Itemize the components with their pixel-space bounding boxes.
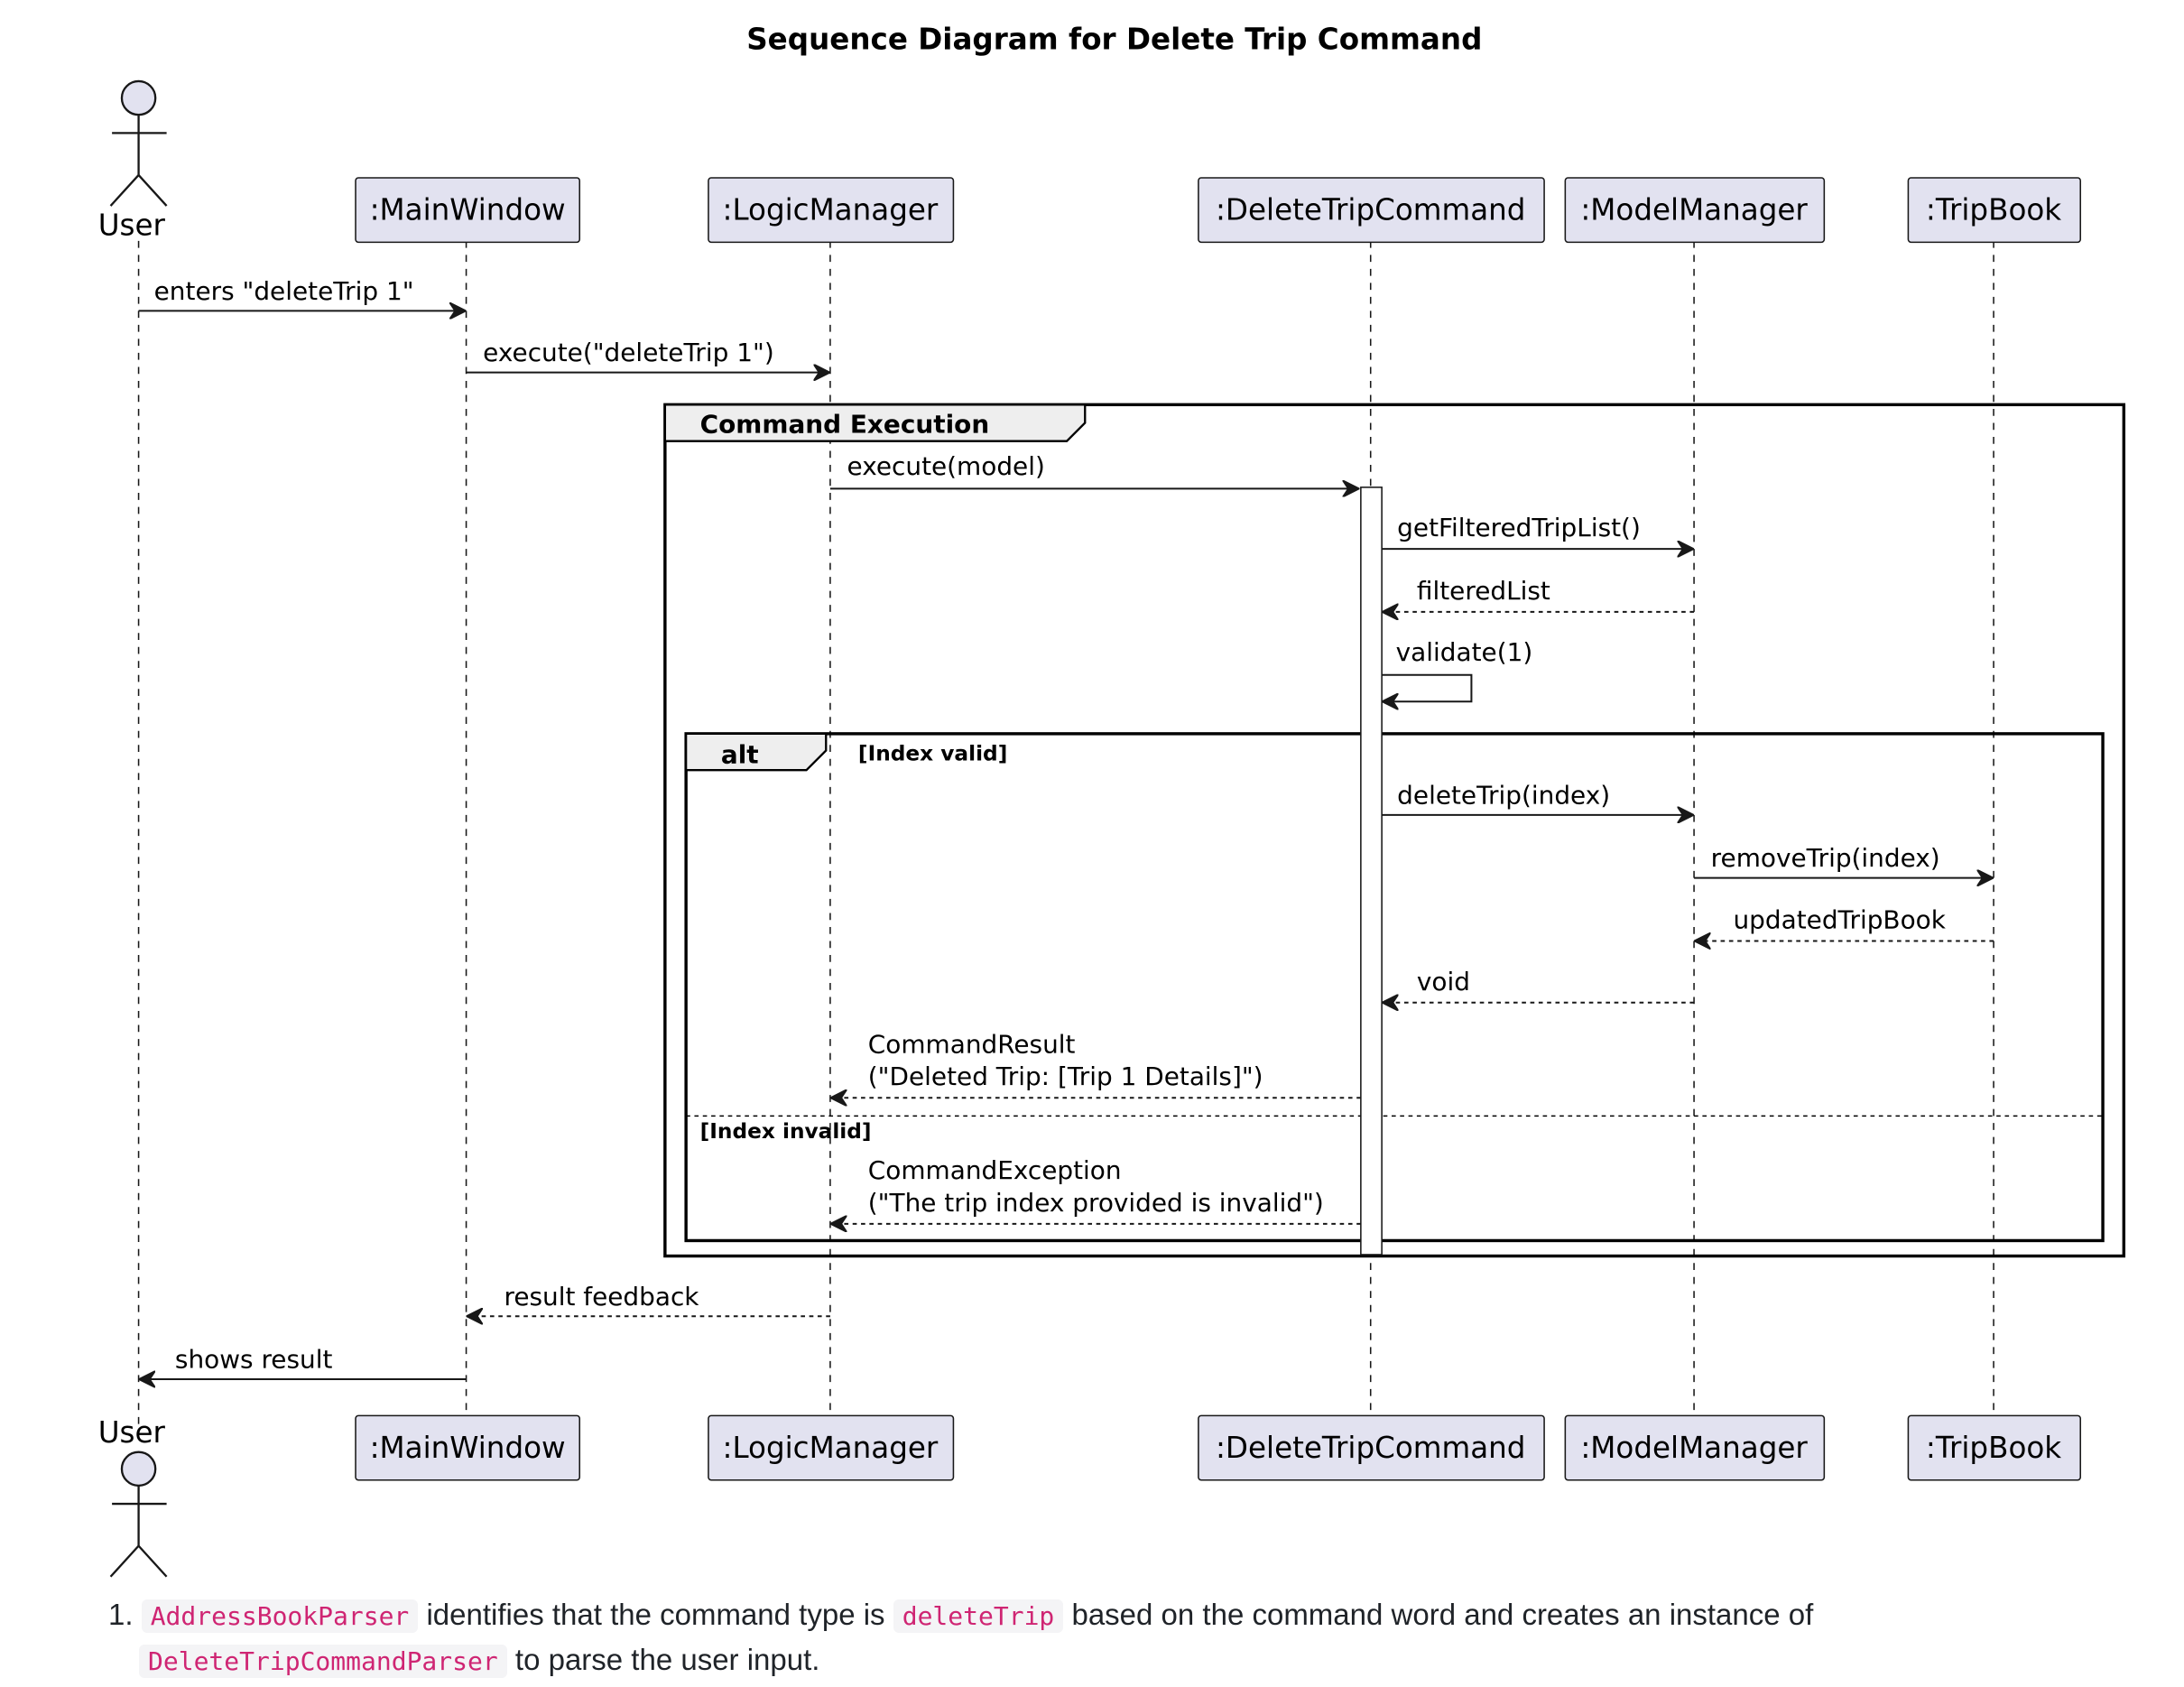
self-message-arrow — [1382, 673, 1473, 701]
participant-label: :MainWindow — [370, 1431, 566, 1465]
steps-list: 1. AddressBookParser identifies that the… — [108, 1593, 2130, 1683]
participant-label: :DeleteTripCommand — [1216, 1431, 1526, 1465]
user-icon — [120, 79, 157, 116]
inline-code: AddressBookParser — [141, 1599, 419, 1633]
participant-main-window-top: :MainWindow — [355, 177, 581, 244]
guard-index-valid: [Index valid] — [858, 741, 1007, 765]
message-label: shows result — [175, 1345, 333, 1375]
participant-label: :LogicManager — [723, 1431, 939, 1465]
participant-model-manager-bottom: :ModelManager — [1564, 1414, 1826, 1481]
step-text: identifies that the command type is — [418, 1598, 893, 1631]
participant-label: :MainWindow — [370, 193, 566, 227]
list-number: 1. — [108, 1598, 134, 1631]
diagram-title: Sequence Diagram for Delete Trip Command — [746, 22, 1482, 56]
participant-main-window-bottom: :MainWindow — [355, 1414, 581, 1481]
command-execution-frame: Command Execution — [663, 403, 2126, 1258]
message-label: execute(model) — [847, 451, 1045, 481]
participant-label: :ModelManager — [1580, 193, 1808, 227]
message-label: ("The trip index provided is invalid") — [868, 1188, 1324, 1218]
message-label: updatedTripBook — [1734, 905, 1947, 935]
message-label: execute("deleteTrip 1") — [483, 338, 774, 367]
message-label: CommandException — [868, 1155, 1122, 1185]
actor-label: User — [98, 1415, 166, 1450]
step-text: based on the command word and creates an… — [1063, 1598, 1814, 1631]
alt-label: alt — [721, 739, 759, 769]
step-text: to parse the user input. — [506, 1643, 820, 1676]
participant-delete-trip-command-top: :DeleteTripCommand — [1198, 177, 1545, 244]
inline-code: DeleteTripCommandParser — [139, 1645, 507, 1678]
participant-label: :LogicManager — [723, 193, 939, 227]
message-label: void — [1417, 967, 1470, 996]
message-label: validate(1) — [1396, 637, 1533, 667]
message-label: getFilteredTripList() — [1397, 513, 1641, 542]
message-label: result feedback — [504, 1282, 699, 1312]
participant-label: :DeleteTripCommand — [1216, 193, 1526, 227]
message-label: enters "deleteTrip 1" — [154, 276, 414, 306]
participant-label: :ModelManager — [1580, 1431, 1808, 1465]
message-label: CommandResult — [868, 1030, 1076, 1060]
message-label: removeTrip(index) — [1711, 843, 1940, 873]
participant-model-manager-top: :ModelManager — [1564, 177, 1826, 244]
participant-delete-trip-command-bottom: :DeleteTripCommand — [1198, 1414, 1545, 1481]
command-execution-label: Command Execution — [700, 409, 990, 439]
user-icon — [120, 1451, 157, 1488]
participant-logic-manager-top: :LogicManager — [708, 177, 955, 244]
actor-user-top: User — [98, 79, 168, 243]
participant-label: :TripBook — [1926, 193, 2061, 227]
participant-trip-book-top: :TripBook — [1907, 177, 2082, 244]
list-item: 1. AddressBookParser identifies that the… — [108, 1593, 2130, 1683]
alt-frame: alt [Index valid] [Index invalid] — [684, 732, 2105, 1243]
message-label: ("Deleted Trip: [Trip 1 Details]") — [868, 1061, 1263, 1091]
actor-user-bottom: User — [98, 1415, 168, 1578]
message-label: filteredList — [1417, 576, 1550, 606]
participant-label: :TripBook — [1926, 1431, 2061, 1465]
activation-bar — [1360, 487, 1383, 1256]
message-label: deleteTrip(index) — [1397, 780, 1610, 810]
participant-logic-manager-bottom: :LogicManager — [708, 1414, 955, 1481]
actor-label: User — [98, 209, 166, 243]
participant-trip-book-bottom: :TripBook — [1907, 1414, 2082, 1481]
guard-index-invalid: [Index invalid] — [700, 1119, 872, 1144]
inline-code: deleteTrip — [893, 1599, 1064, 1633]
